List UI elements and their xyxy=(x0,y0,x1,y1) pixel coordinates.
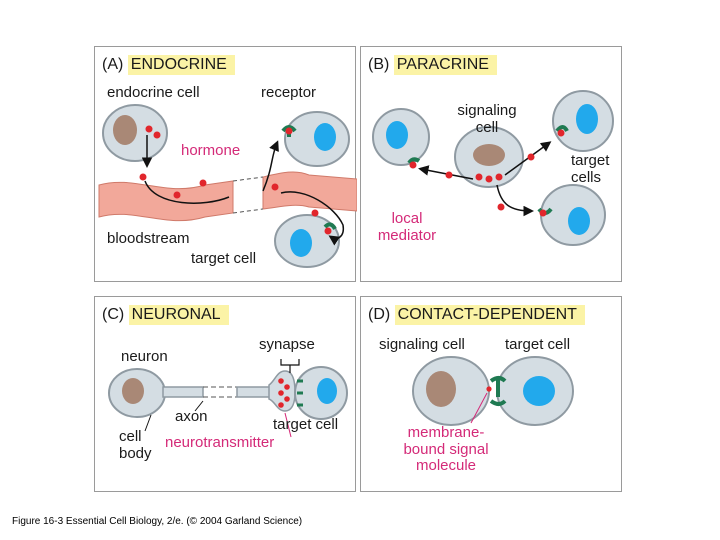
receptor-icon xyxy=(323,222,337,230)
mediator-dot xyxy=(409,161,417,169)
label-target-cell: target cell xyxy=(191,250,257,267)
hormone-dot xyxy=(145,125,153,133)
label-cell-body: cell body xyxy=(119,428,152,462)
membrane-signal-dot xyxy=(486,386,492,392)
mediator-dot xyxy=(485,175,493,183)
target-nucleus xyxy=(317,378,337,404)
label-endocrine-cell: endocrine cell xyxy=(107,84,200,101)
receptor-icon xyxy=(297,379,303,407)
label-neuron: neuron xyxy=(121,348,168,365)
neurotransmitter-dot xyxy=(278,390,284,396)
neurotransmitter-dot xyxy=(278,378,284,384)
label-target-cells: target cells xyxy=(571,152,610,186)
target-nucleus xyxy=(523,376,555,406)
axon xyxy=(236,386,272,398)
panel-d-title: (D) CONTACT-DEPENDENT xyxy=(368,305,585,325)
label-receptor: receptor xyxy=(261,84,317,101)
label-membrane-bound-signal: membrane- bound signal molecule xyxy=(403,424,489,474)
flow-arrow xyxy=(144,180,230,204)
signaling-nucleus xyxy=(426,371,456,407)
panel-endocrine: (A) ENDOCRINE endocrine cell receptor ho… xyxy=(94,46,357,282)
hormone-dot xyxy=(173,191,181,199)
receptor-icon xyxy=(407,157,421,165)
panel-neuronal: (C) NEURONAL neuron synapse axon cell bo… xyxy=(94,296,356,492)
flow-arrow xyxy=(280,191,345,246)
receptor-icon xyxy=(489,376,507,406)
target-nucleus-left xyxy=(386,121,408,149)
hormone-dot xyxy=(285,127,293,135)
flow-arrow xyxy=(504,141,552,176)
mediator-dot xyxy=(539,209,547,217)
target-nucleus-bottom xyxy=(290,229,312,257)
mediator-dot xyxy=(475,173,483,181)
mediator-dot xyxy=(495,173,503,181)
mediator-dot xyxy=(557,129,565,137)
figure-caption: Figure 16-3 Essential Cell Biology, 2/e.… xyxy=(12,516,303,527)
mediator-dot xyxy=(445,171,453,179)
endocrine-diagram xyxy=(98,104,357,268)
bloodstream-vessel-2 xyxy=(262,171,357,212)
mediator-dot xyxy=(497,203,505,211)
neurotransmitter-dot xyxy=(284,396,290,402)
synapse-bracket xyxy=(280,359,300,373)
panel-b-title: (B) PARACRINE xyxy=(368,55,497,75)
label-hormone: hormone xyxy=(181,142,241,159)
signaling-nucleus xyxy=(473,144,505,166)
panel-c-title: (C) NEURONAL xyxy=(102,305,229,325)
neuronal-diagram xyxy=(108,359,348,438)
hormone-dot xyxy=(271,183,279,191)
neurotransmitter-dot xyxy=(278,402,284,408)
label-target-cell: target cell xyxy=(273,416,339,433)
panel-a-title: (A) ENDOCRINE xyxy=(102,55,235,75)
label-target-cell: target cell xyxy=(505,336,571,353)
paracrine-diagram xyxy=(372,90,614,246)
flow-arrow xyxy=(496,184,534,217)
hormone-dot xyxy=(324,227,332,235)
neurotransmitter-dot xyxy=(284,384,290,390)
target-nucleus-top xyxy=(314,123,336,151)
label-axon: axon xyxy=(175,408,208,425)
label-signaling-cell: signaling cell xyxy=(379,336,465,353)
panel-paracrine: (B) PARACRINE signaling cell target cell… xyxy=(360,46,622,282)
receptor-icon xyxy=(555,125,569,133)
label-signaling-cell: signaling cell xyxy=(457,102,517,136)
contact-diagram xyxy=(412,356,574,426)
panel-contact-dependent: (D) CONTACT-DEPENDENT signaling cell tar… xyxy=(360,296,622,492)
label-synapse: synapse xyxy=(259,336,315,353)
endocrine-nucleus xyxy=(113,115,137,145)
hormone-dot xyxy=(139,173,147,181)
target-nucleus-right-top xyxy=(576,104,598,134)
label-local-mediator: local mediator xyxy=(377,210,437,244)
label-neurotransmitter: neurotransmitter xyxy=(165,434,275,451)
hormone-dot xyxy=(153,131,161,139)
label-bloodstream: bloodstream xyxy=(107,230,190,247)
mediator-dot xyxy=(527,153,535,161)
neuron-nucleus xyxy=(122,378,144,404)
target-nucleus-right-bottom xyxy=(568,207,590,235)
flow-arrow xyxy=(262,140,279,192)
axon xyxy=(162,386,204,398)
hormone-dot xyxy=(199,179,207,187)
hormone-dot xyxy=(311,209,319,217)
